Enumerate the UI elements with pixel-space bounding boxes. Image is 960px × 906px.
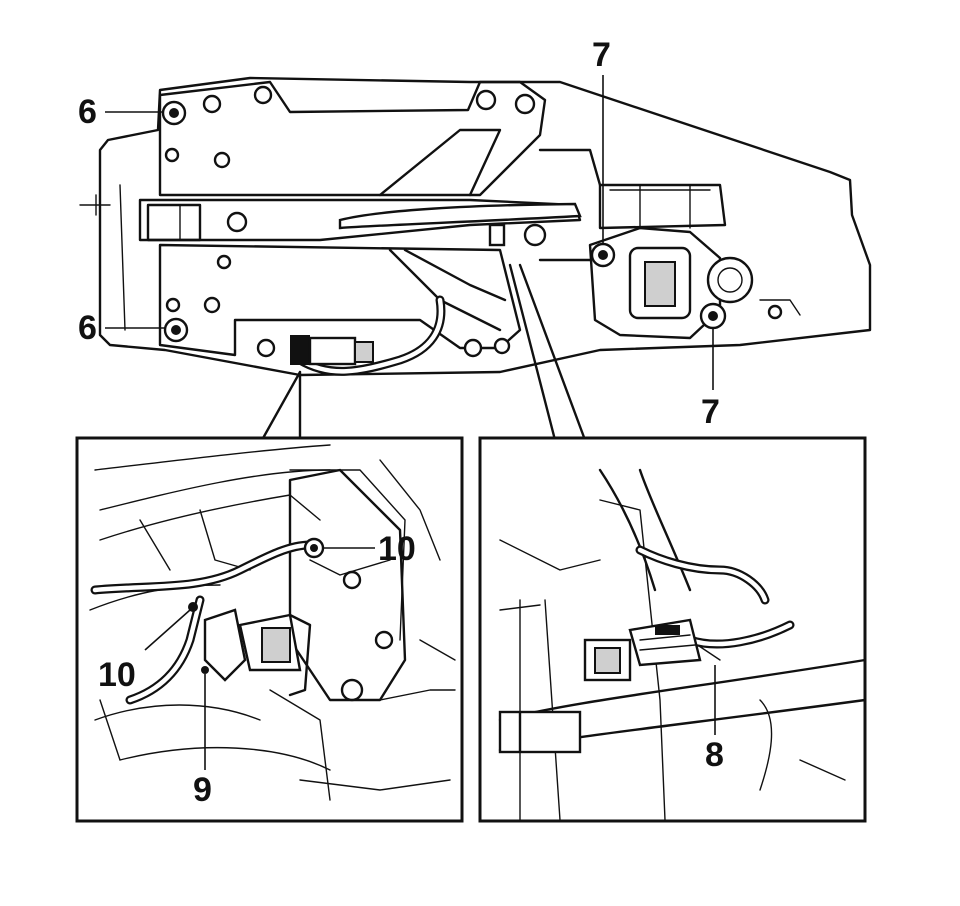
callout-10-right: 10: [378, 530, 416, 568]
callout-9: 9: [193, 771, 212, 809]
detail-box-left: [75, 436, 464, 823]
bolt-6-bottom: [163, 317, 189, 343]
bolt-7-bottom: [699, 302, 727, 330]
actuator-module: [523, 148, 801, 340]
bolt-7-top: [590, 242, 616, 268]
callout-labels: 6 6 7 7 10 10 9 8: [78, 36, 724, 809]
callout-6-bottom: 6: [78, 309, 97, 347]
callout-6-top: 6: [78, 93, 97, 131]
detail-box-right: [478, 436, 867, 823]
bolt-6-top: [161, 100, 187, 126]
callout-10-left: 10: [98, 656, 136, 694]
callout-8: 8: [705, 736, 724, 774]
main-assembly: [79, 75, 872, 442]
callout-7-top: 7: [592, 36, 611, 74]
mounting-holes: [164, 85, 536, 358]
callout-7-bottom: 7: [701, 393, 720, 431]
